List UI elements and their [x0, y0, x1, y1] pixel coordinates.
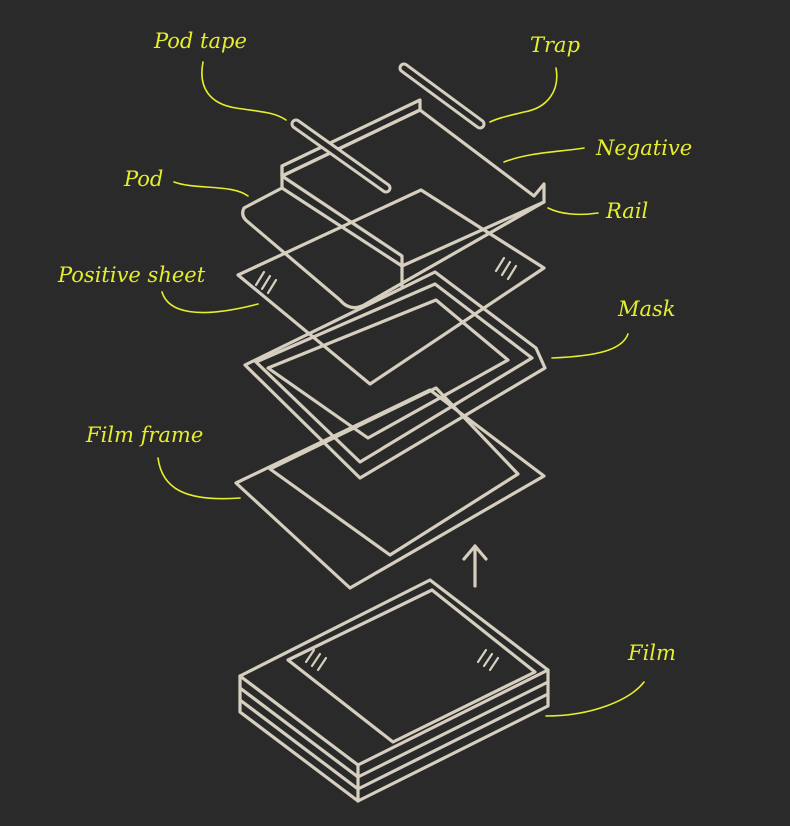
label-rail: Rail [605, 199, 648, 223]
label-pod: Pod [123, 167, 163, 191]
leader-mask [551, 333, 629, 359]
label-negative: Negative [595, 136, 692, 160]
assembly-arrow-icon [462, 544, 488, 588]
label-trap: Trap [530, 33, 580, 57]
label-film: Film [627, 641, 676, 665]
leader-positive-sheet [161, 291, 259, 314]
leader-film [545, 681, 645, 717]
negative-assembly [241, 62, 546, 310]
leader-pod-tape [201, 61, 287, 121]
label-film-frame: Film frame [85, 423, 203, 447]
label-leaders [157, 61, 645, 717]
label-mask: Mask [617, 297, 676, 321]
leader-negative [503, 147, 585, 163]
leader-trap [489, 67, 558, 123]
film-frame-part [234, 386, 546, 590]
label-pod-tape: Pod tape [153, 29, 247, 53]
mask-part [243, 270, 547, 480]
film-stack [238, 578, 550, 803]
leader-pod [173, 181, 249, 197]
positive-sheet-part [236, 188, 546, 386]
labels: Pod tape Trap Negative Pod Rail Positive… [57, 29, 692, 665]
leader-film-frame [157, 457, 241, 500]
leader-rail [547, 207, 599, 216]
label-positive-sheet: Positive sheet [57, 263, 206, 287]
